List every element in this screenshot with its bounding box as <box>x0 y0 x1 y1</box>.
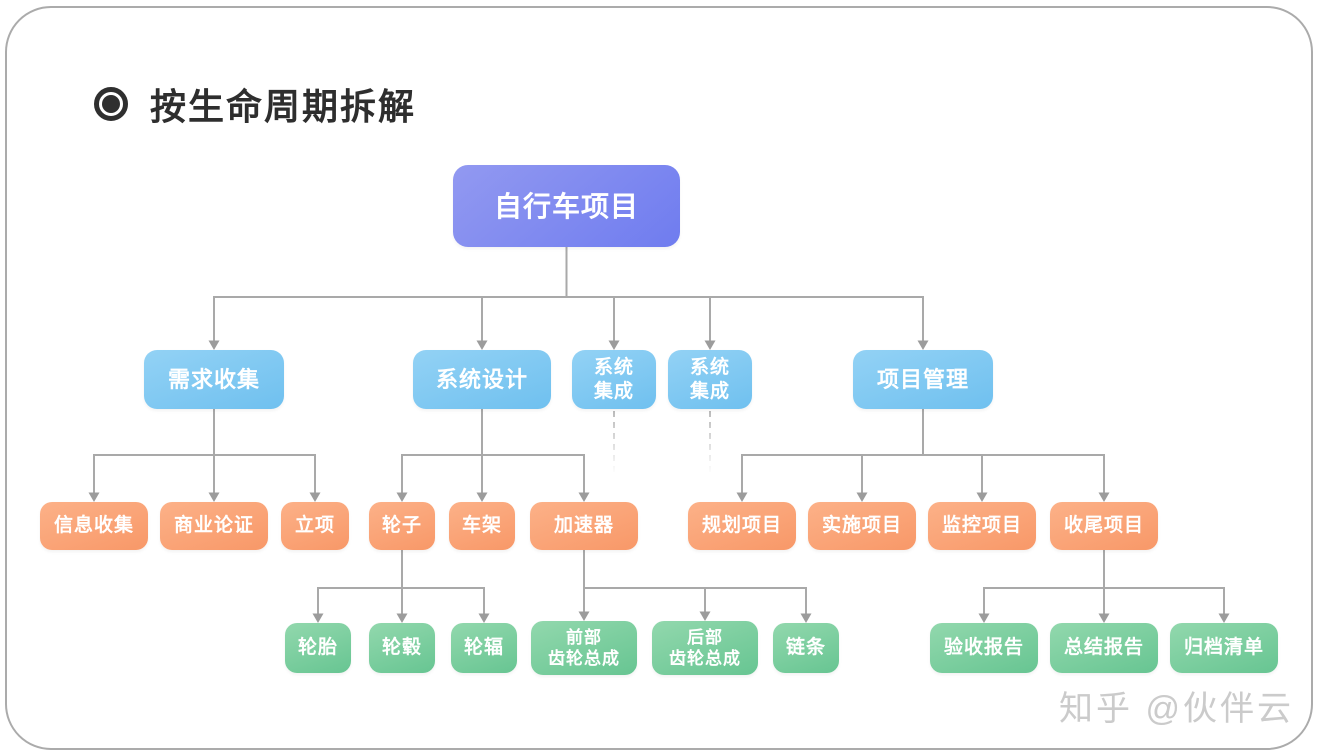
node-fgear: 前部 齿轮总成 <box>531 621 637 675</box>
node-int1: 系统 集成 <box>572 350 656 409</box>
node-exec: 实施项目 <box>808 502 916 550</box>
node-spoke: 轮辐 <box>451 623 517 673</box>
node-biz: 商业论证 <box>160 502 268 550</box>
node-li: 立项 <box>281 502 349 550</box>
node-mgmt: 项目管理 <box>853 350 993 409</box>
node-chain: 链条 <box>773 623 839 673</box>
node-design: 系统设计 <box>413 350 551 409</box>
node-summary: 总结报告 <box>1050 623 1158 673</box>
watermark: 知乎 @伙伴云 <box>1059 690 1294 728</box>
node-close: 收尾项目 <box>1050 502 1158 550</box>
node-wheel: 轮子 <box>369 502 435 550</box>
node-frame: 车架 <box>449 502 515 550</box>
node-accept: 验收报告 <box>930 623 1038 673</box>
node-plan: 规划项目 <box>688 502 796 550</box>
node-accel: 加速器 <box>530 502 638 550</box>
title-row: 按生命周期拆解 <box>94 78 416 130</box>
node-archive: 归档清单 <box>1170 623 1278 673</box>
node-req: 需求收集 <box>144 350 284 409</box>
node-hub: 轮毂 <box>369 623 435 673</box>
node-int2: 系统 集成 <box>668 350 752 409</box>
node-rgear: 后部 齿轮总成 <box>652 621 758 675</box>
bullseye-icon <box>94 87 128 121</box>
page-title: 按生命周期拆解 <box>150 86 417 127</box>
node-info: 信息收集 <box>40 502 148 550</box>
node-tire: 轮胎 <box>285 623 351 673</box>
node-mon: 监控项目 <box>928 502 1036 550</box>
node-root: 自行车项目 <box>453 165 680 247</box>
